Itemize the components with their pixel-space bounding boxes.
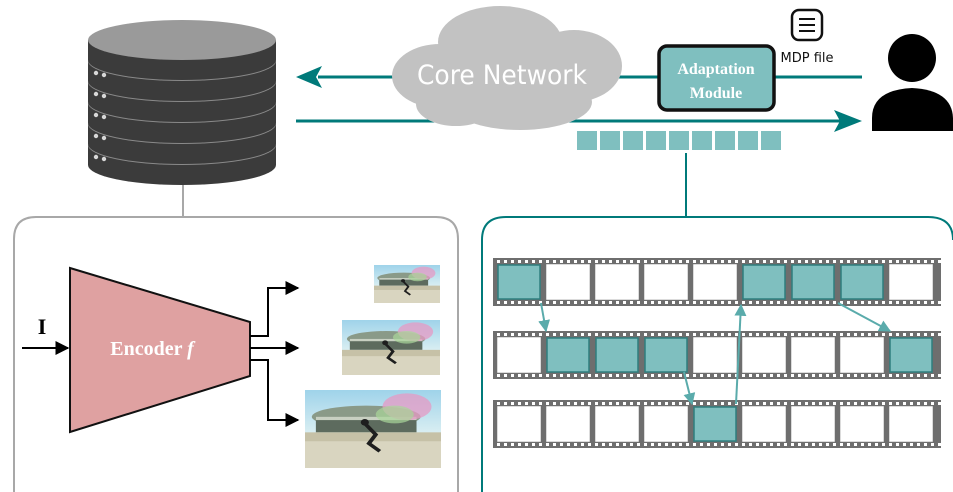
- mdp-file-icon: [790, 8, 824, 42]
- adaptation-module: Adaptation Module: [657, 44, 776, 112]
- film-frame: [693, 264, 737, 300]
- film-frame: [791, 406, 835, 442]
- filmstrip-row: [493, 331, 941, 379]
- queue-segment: [577, 131, 597, 150]
- film-frame: [644, 337, 688, 373]
- film-frame: [889, 406, 933, 442]
- user-icon: [872, 34, 953, 131]
- film-frame: [644, 264, 688, 300]
- film-frame: [644, 406, 688, 442]
- film-frame: [791, 264, 835, 300]
- film-frame: [742, 337, 786, 373]
- encoder-panel: [13, 216, 459, 492]
- core-network-cloud: Core Network: [392, 6, 622, 130]
- film-frame: [546, 406, 590, 442]
- film-frame: [497, 337, 541, 373]
- encoder-block: Encoder f: [69, 266, 251, 434]
- queue-segment: [646, 131, 666, 150]
- queue-segment: [600, 131, 620, 150]
- film-frame: [889, 264, 933, 300]
- representation-filmstrips: [493, 258, 941, 448]
- adaptation-label-line2: Module: [690, 85, 742, 102]
- adaptation-label-line1: Adaptation: [677, 61, 754, 78]
- request-arrowhead: [296, 66, 322, 88]
- film-frame: [546, 337, 590, 373]
- queue-segment: [623, 131, 643, 150]
- mdp-file-label: MDP file: [781, 51, 834, 66]
- film-frame: [595, 337, 639, 373]
- encoder-label: Encoder f: [110, 338, 196, 360]
- film-frame: [595, 406, 639, 442]
- switch-path-arrows: [538, 302, 892, 406]
- film-frame: [840, 406, 884, 442]
- input-label: I: [38, 314, 47, 339]
- output-thumbnail-large: [305, 390, 441, 468]
- filmstrip-row: [493, 400, 941, 448]
- film-frame: [693, 406, 737, 442]
- server-disc: [88, 20, 276, 80]
- film-frame: [546, 264, 590, 300]
- queue-segment: [692, 131, 712, 150]
- filmstrip-panel: [481, 216, 953, 492]
- film-frame: [742, 406, 786, 442]
- output-thumbnail-medium: [342, 320, 440, 375]
- queue-segment: [761, 131, 781, 150]
- encoder-output-arrows: [250, 281, 300, 427]
- film-frame: [497, 264, 541, 300]
- output-thumbnail-small: [374, 265, 440, 303]
- cloud-label: Core Network: [417, 60, 587, 91]
- film-frame: [742, 264, 786, 300]
- film-frame: [693, 337, 737, 373]
- film-frame: [840, 264, 884, 300]
- queue-segment: [738, 131, 758, 150]
- server-database-icon: [88, 20, 276, 185]
- filmstrip-row: [493, 258, 941, 306]
- film-frame: [595, 264, 639, 300]
- film-frame: [889, 337, 933, 373]
- delivery-arrowhead: [834, 110, 862, 132]
- film-frame: [497, 406, 541, 442]
- queue-segment: [669, 131, 689, 150]
- film-frame: [840, 337, 884, 373]
- queue-segment: [715, 131, 735, 150]
- segment-queue: [577, 131, 781, 150]
- film-frame: [791, 337, 835, 373]
